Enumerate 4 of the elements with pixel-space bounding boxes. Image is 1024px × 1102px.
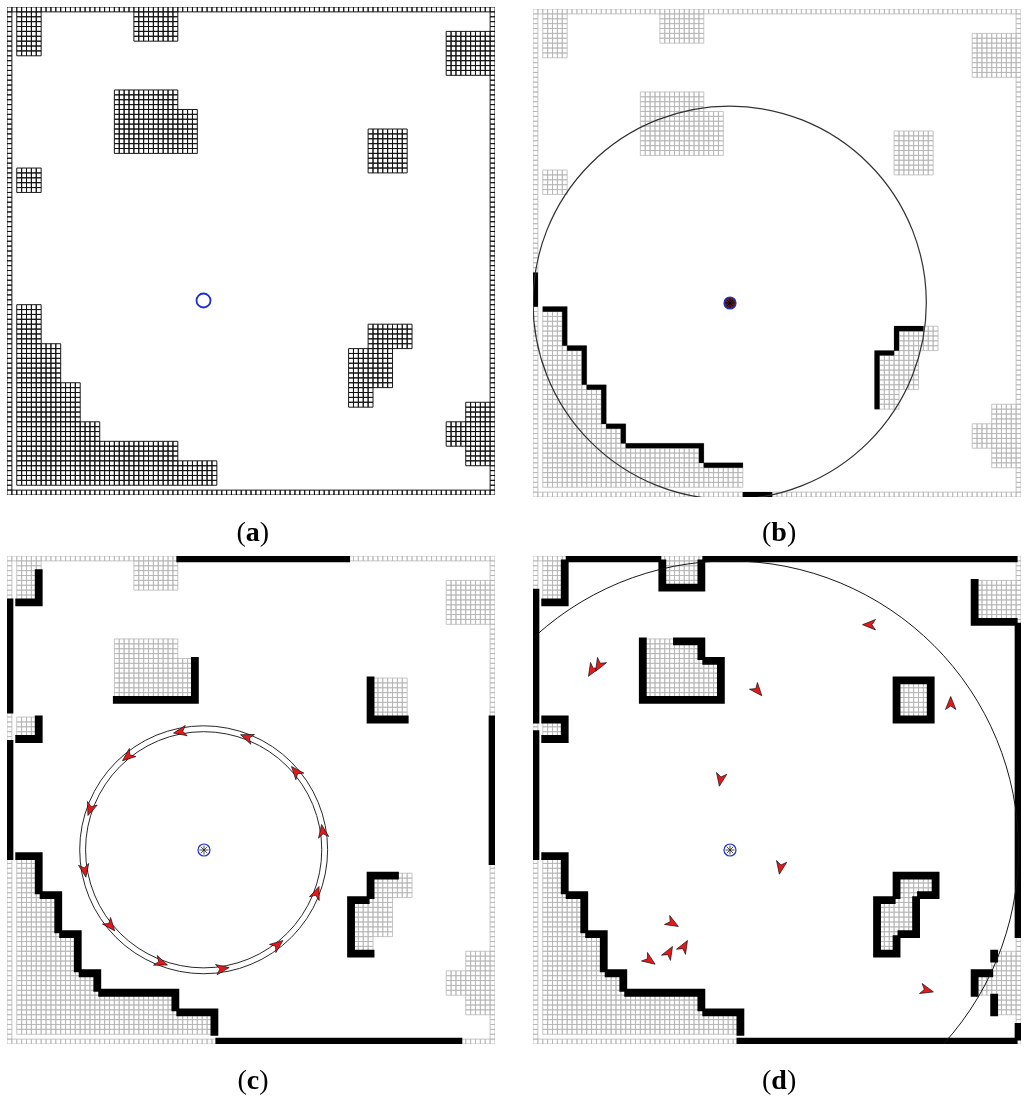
panel-label: (c) xyxy=(237,1064,269,1096)
panel-label: (a) xyxy=(236,516,270,548)
panel-label: (b) xyxy=(762,516,797,548)
panel-label: (d) xyxy=(762,1064,797,1096)
